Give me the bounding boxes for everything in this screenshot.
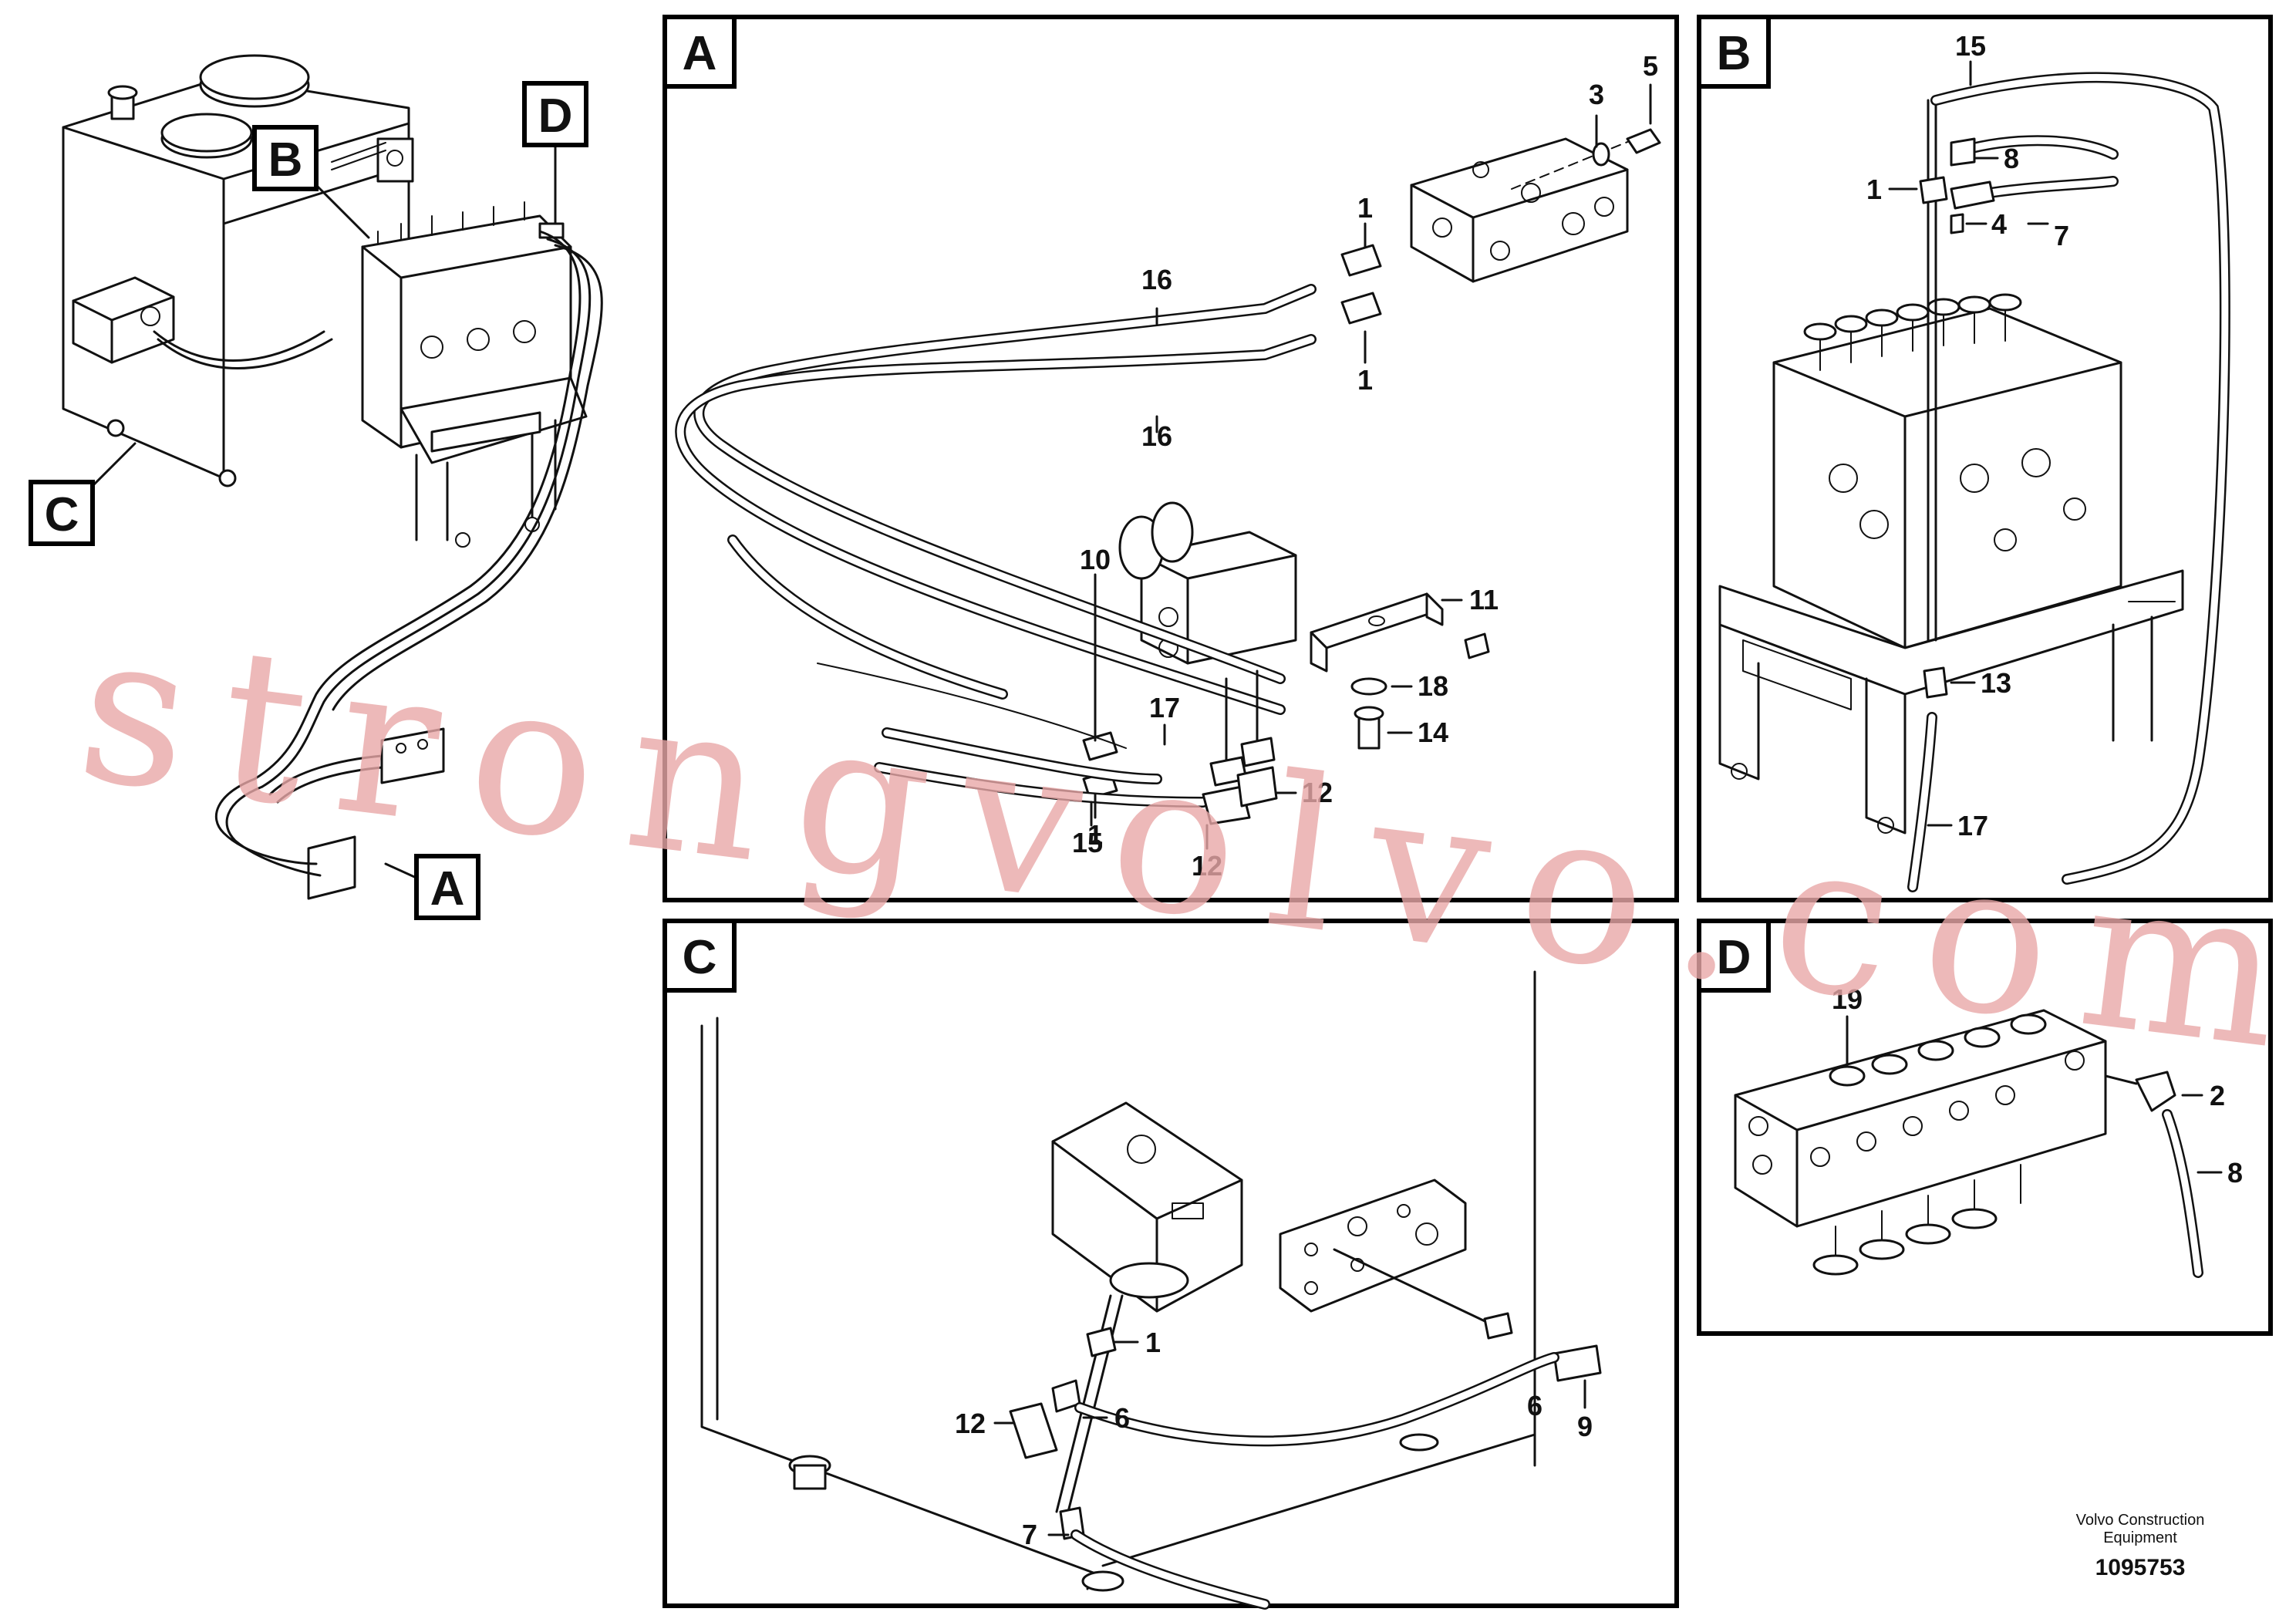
panel-a-callout-12b: 12 bbox=[1192, 850, 1222, 882]
panel-b-letter: B bbox=[1717, 27, 1752, 80]
panel-c-callout-12: 12 bbox=[955, 1408, 986, 1439]
valve-block bbox=[1118, 501, 1297, 665]
panel-a-callout-1c: 1 bbox=[1087, 819, 1103, 851]
panel-c-letter: C bbox=[683, 931, 717, 984]
panel-a-callout-17: 17 bbox=[1149, 692, 1180, 723]
panel-b-callout-17: 17 bbox=[1957, 810, 1988, 841]
footer-company: Volvo Construction Equipment 1095753 bbox=[2040, 1512, 2240, 1581]
hydraulic-tank bbox=[62, 54, 414, 487]
overview-label-b-box bbox=[252, 125, 319, 191]
panel-c-callout-9: 9 bbox=[1577, 1411, 1593, 1442]
panel-d: D 19 2 8 bbox=[1697, 919, 2273, 1336]
panel-a-callout-10: 10 bbox=[1080, 544, 1111, 575]
panel-c: C bbox=[663, 919, 1679, 1610]
panel-a-callout-1b: 1 bbox=[1357, 364, 1373, 396]
overview-label-b: B bbox=[268, 133, 303, 187]
panel-b-callout-15: 15 bbox=[1955, 30, 1986, 62]
panel-a-letter: A bbox=[683, 27, 717, 80]
panel-a-callout-16a: 16 bbox=[1141, 264, 1172, 295]
control-valve-assembly bbox=[361, 201, 588, 548]
panel-b-callout-1: 1 bbox=[1866, 174, 1882, 205]
pressure-switch-c bbox=[1051, 1101, 1243, 1313]
footer-company-line1: Volvo Construction bbox=[2075, 1512, 2205, 1529]
panel-c-callout-1: 1 bbox=[1145, 1327, 1161, 1358]
panel-a-callout-11: 11 bbox=[1469, 584, 1499, 615]
panel-a-callout-12a: 12 bbox=[1302, 777, 1333, 808]
panel-d-letter: D bbox=[1717, 931, 1752, 984]
overview-label-d-box bbox=[522, 81, 588, 147]
panel-b-callout-7: 7 bbox=[2054, 220, 2069, 251]
panel-b: B bbox=[1697, 15, 2273, 902]
pilot-manifold bbox=[215, 727, 445, 900]
panel-a-callout-3: 3 bbox=[1589, 79, 1604, 110]
overview-illustration: B D C A bbox=[29, 54, 603, 920]
panel-a: A bbox=[663, 15, 1679, 902]
panel-a-callout-14: 14 bbox=[1418, 717, 1448, 748]
mounting-bracket bbox=[1310, 592, 1490, 750]
valve-stand bbox=[1718, 569, 2184, 835]
control-valve bbox=[1772, 293, 2122, 649]
panel-b-callout-8: 8 bbox=[2004, 143, 2019, 174]
panel-a-callout-15: 15 bbox=[1072, 827, 1103, 858]
panel-a-callout-1a: 1 bbox=[1357, 192, 1373, 224]
overview-label-a-box bbox=[414, 854, 480, 920]
panel-c-callout-6a: 6 bbox=[1114, 1402, 1130, 1434]
footer-company-line2: Equipment bbox=[2103, 1529, 2177, 1546]
pressure-switch bbox=[72, 276, 175, 364]
mounting-plate bbox=[1279, 1179, 1467, 1313]
overview-label-c: C bbox=[45, 488, 79, 541]
panel-a-callout-16b: 16 bbox=[1141, 420, 1172, 452]
panel-c-callout-7: 7 bbox=[1022, 1519, 1037, 1550]
overview-label-d: D bbox=[538, 89, 573, 143]
panel-a-callout-5: 5 bbox=[1643, 50, 1658, 82]
panel-b-callout-4: 4 bbox=[1991, 208, 2007, 240]
overview-label-a: A bbox=[430, 862, 465, 916]
panel-c-callout-6b: 6 bbox=[1527, 1390, 1542, 1421]
panel-d-callout-2: 2 bbox=[2210, 1080, 2225, 1111]
panel-a-callout-18: 18 bbox=[1418, 670, 1448, 702]
distribution-block bbox=[1410, 128, 1661, 283]
footer-drawing-number: 1095753 bbox=[2095, 1555, 2186, 1580]
panel-b-callout-13: 13 bbox=[1981, 667, 2011, 699]
panel-d-callout-8: 8 bbox=[2227, 1157, 2243, 1189]
panel-d-callout-19: 19 bbox=[1832, 983, 1863, 1015]
overview-label-c-box bbox=[29, 480, 95, 546]
adapter-fittings bbox=[1082, 244, 1382, 800]
pilot-valve-block bbox=[1734, 1009, 2107, 1276]
